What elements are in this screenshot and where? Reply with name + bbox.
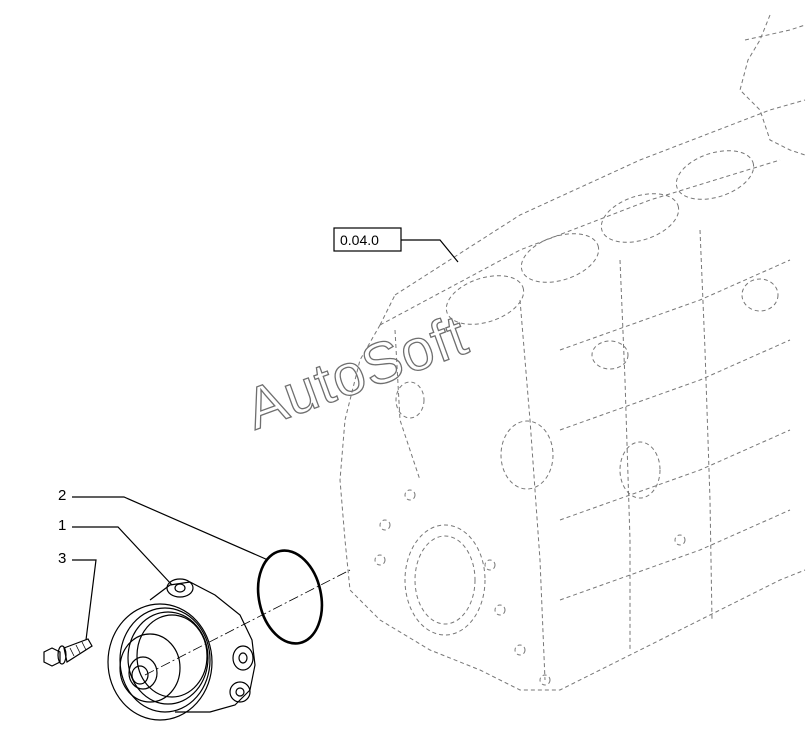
callout-2: 2 [58,487,269,561]
water-pump [107,578,256,721]
callout-number: 1 [58,517,66,534]
callout-number: 3 [58,550,66,567]
reference-label: 0.04.0 [340,232,379,248]
bolt [43,638,93,667]
callout-number: 2 [58,487,66,504]
engine-block [339,14,806,691]
callout-3: 3 [58,550,97,641]
reference-box: 0.04.0 [333,227,459,263]
watermark: AutoSoft [237,302,476,442]
callout-1: 1 [58,517,173,586]
o-ring-seal [256,549,324,645]
